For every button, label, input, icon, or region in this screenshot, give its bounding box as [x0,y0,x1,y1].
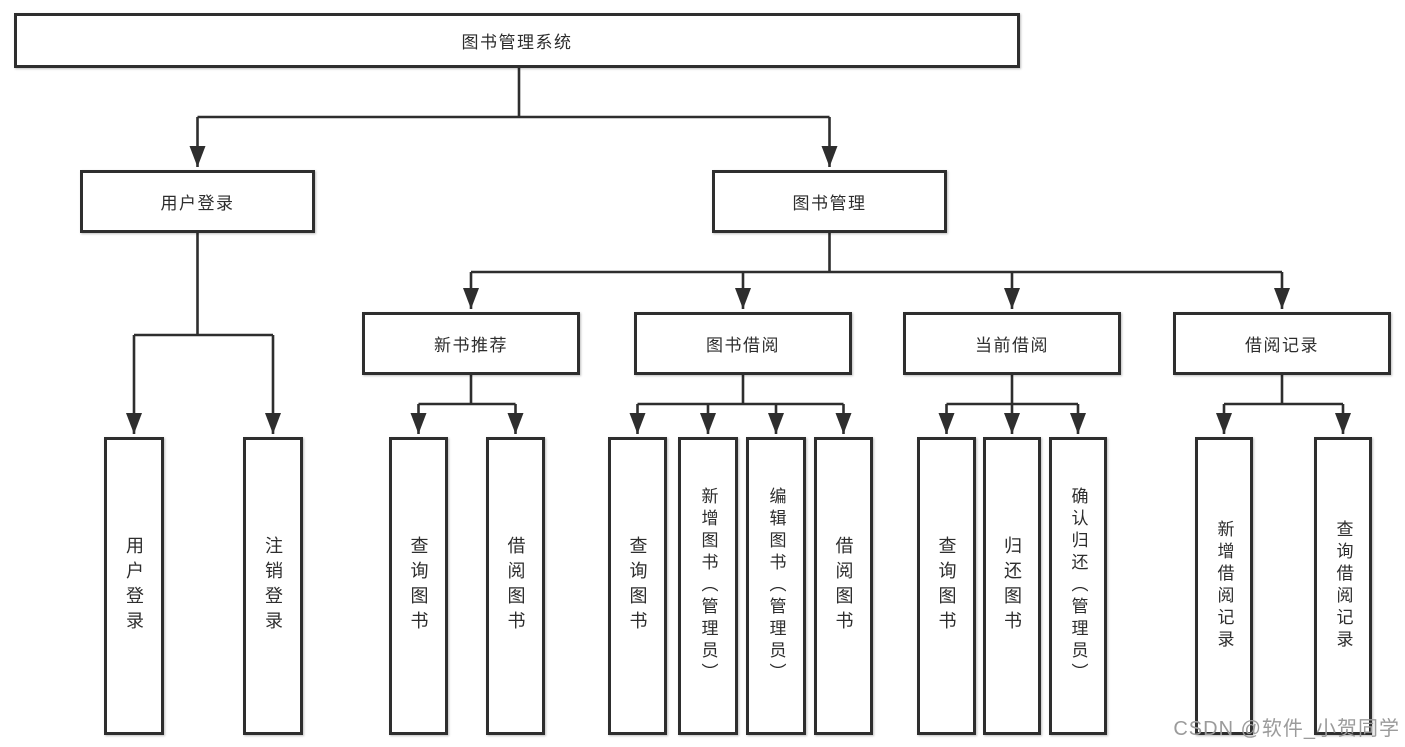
leaf-borrowing-query-books: 查询图书 [608,437,667,735]
leaf-newbook-query-books: 查询图书 [389,437,448,735]
node-user-login: 用户登录 [80,170,315,233]
node-library-system: 图书管理系统 [14,13,1020,68]
node-borrowing-records: 借阅记录 [1173,312,1391,375]
watermark-text: CSDN @软件_小贺同学 [1173,718,1400,740]
node-current-borrowing: 当前借阅 [903,312,1121,375]
leaf-edit-books-admin: 编辑图书（管理员） [746,437,806,735]
leaf-return-books: 归还图书 [983,437,1041,735]
leaf-borrowing-borrow-books: 借阅图书 [814,437,873,735]
leaf-logout-login: 注销登录 [243,437,303,735]
leaf-newbook-borrow-books: 借阅图书 [486,437,545,735]
node-book-management: 图书管理 [712,170,947,233]
leaf-add-books-admin: 新增图书（管理员） [678,437,738,735]
leaf-user-login: 用户登录 [104,437,164,735]
connector-arrows [126,117,1351,434]
node-new-book-recommend: 新书推荐 [362,312,580,375]
leaf-current-query-books: 查询图书 [917,437,976,735]
node-book-borrowing: 图书借阅 [634,312,852,375]
leaf-add-borrow-record: 新增借阅记录 [1195,437,1253,735]
leaf-confirm-return-admin: 确认归还（管理员） [1049,437,1107,735]
connector-skeleton [134,66,1343,406]
leaf-query-borrow-record: 查询借阅记录 [1314,437,1372,735]
